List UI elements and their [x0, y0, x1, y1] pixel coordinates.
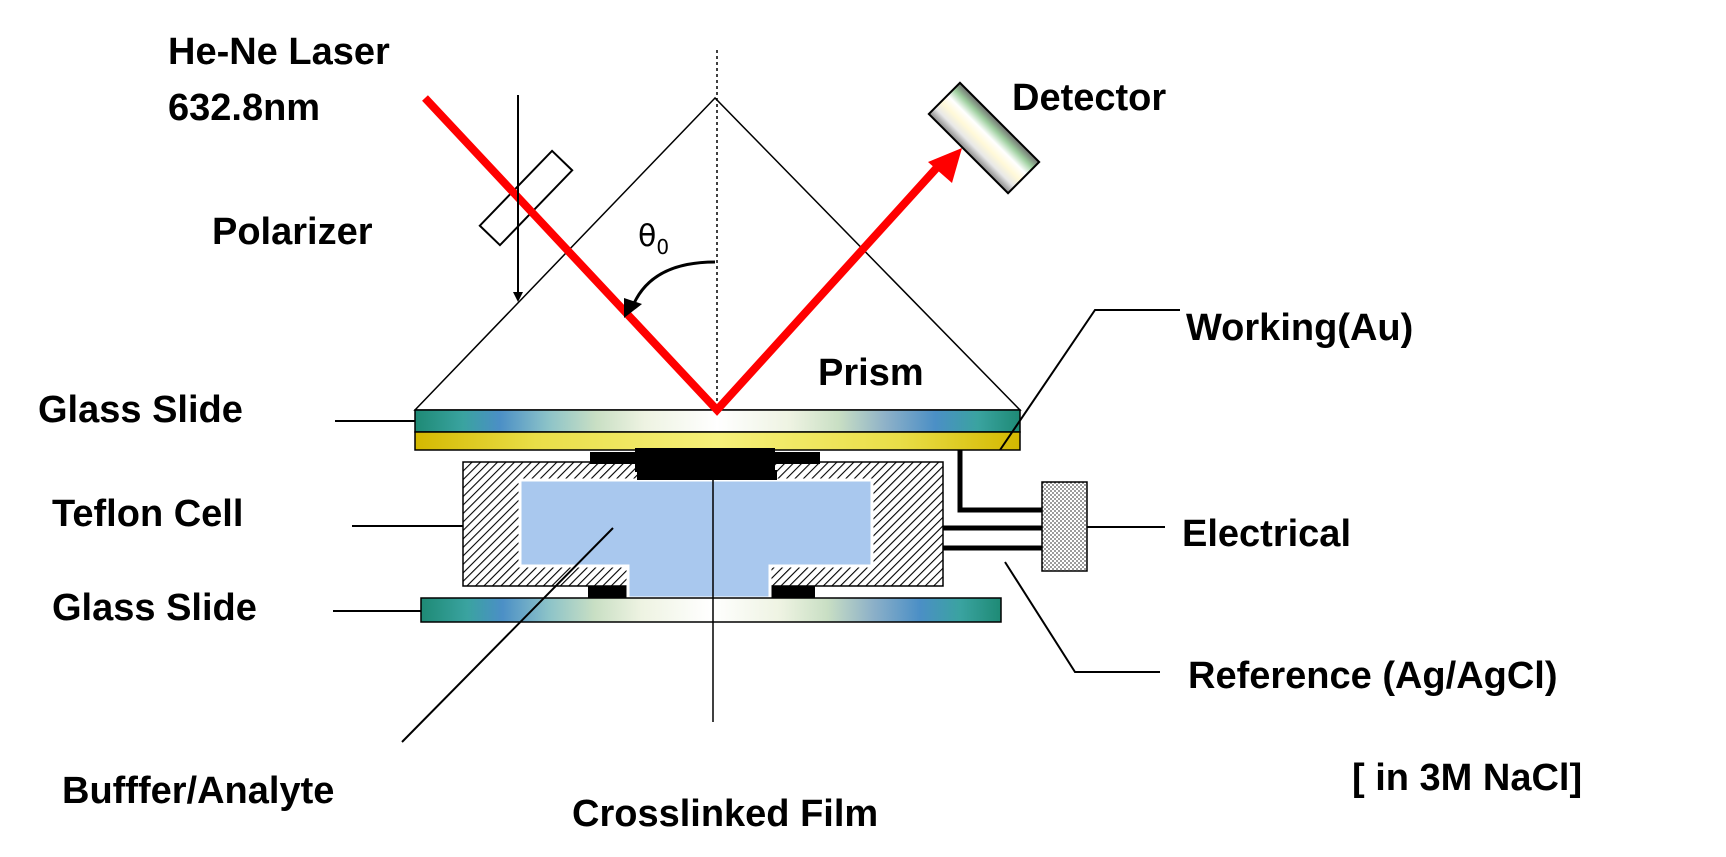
bottom-gasket-right [770, 586, 815, 598]
laser-label-line1: He-Ne Laser [168, 31, 390, 73]
detector-label: Detector [1012, 77, 1166, 119]
crosslinked-film [635, 448, 775, 472]
glass-slide-bottom-label: Glass Slide [52, 587, 257, 629]
theta-subscript: 0 [656, 235, 669, 259]
teflon-cell-label: Teflon Cell [52, 493, 243, 535]
leader-working [999, 309, 1180, 451]
crosslinked-film-label: Crosslinked Film [572, 793, 878, 835]
theta-label: θ0 [638, 219, 669, 259]
reference-label: Reference (Ag/AgCl) [1188, 655, 1558, 697]
electrical-label: Electrical [1182, 513, 1351, 555]
gold-layer [414, 431, 1021, 451]
leader-reference [1004, 561, 1160, 673]
film-bar [637, 470, 777, 480]
glass-slide-bottom [420, 597, 1002, 623]
leader-buffer-analyte [401, 527, 614, 743]
buffer-analyte-label: Bufffer/Analyte [62, 770, 334, 812]
detector [927, 81, 1041, 195]
nacl-note-label: [ in 3M NaCl] [1352, 757, 1582, 799]
laser-label-line2: 632.8nm [168, 87, 320, 129]
polarizer [478, 149, 574, 247]
angle-arc [630, 260, 716, 309]
theta-symbol: θ [638, 219, 656, 254]
angle-arc-arrowhead [624, 298, 642, 318]
glass-slide-top-label: Glass Slide [38, 389, 243, 431]
polarizer-label: Polarizer [212, 211, 373, 253]
working-wire [957, 450, 1042, 513]
laser-beam [422, 95, 945, 416]
working-label: Working(Au) [1186, 307, 1413, 349]
electrical-connector [1041, 481, 1088, 572]
prism-label: Prism [818, 352, 924, 394]
bottom-gasket-left [588, 586, 628, 598]
laser-beam-arrowhead [928, 148, 962, 183]
